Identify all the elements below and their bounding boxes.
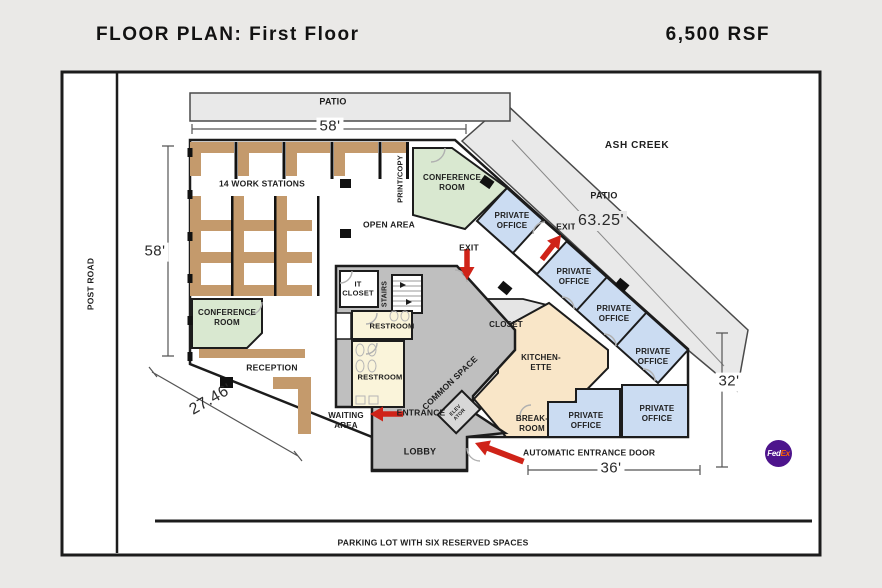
area-label: 6,500 RSF xyxy=(665,24,770,45)
stair-arrow-icon xyxy=(400,282,406,288)
conference-room-top-label: CONFERENCE ROOM xyxy=(422,173,481,192)
entrance-arrow-icon xyxy=(370,406,403,422)
conference-room-left xyxy=(191,298,263,349)
break-room-label: BREAK-ROOM xyxy=(515,414,549,433)
work-stations-label: 14 WORK STATIONS xyxy=(218,178,306,189)
lobby-label: LOBBY xyxy=(403,446,437,457)
conference-room-left-label: CONFERENCE ROOM xyxy=(197,308,256,327)
dimension-bottom-36: 36' xyxy=(597,459,625,479)
workstation-desks xyxy=(190,142,408,296)
door-arcs xyxy=(248,147,656,462)
it-closet-label: IT CLOSET xyxy=(342,279,374,298)
small-closet-room xyxy=(335,312,352,340)
private-office-4-label: PRIVATE OFFICE xyxy=(635,347,671,366)
ash-creek-label: ASH CREEK xyxy=(604,139,670,151)
dimension-diagonal-6325: 63.25' xyxy=(574,211,628,231)
stair-arrow-icon xyxy=(406,299,412,305)
waiting-area-label: WAITING AREA xyxy=(328,411,364,430)
kitchenette-label: KITCHEN-ETTE xyxy=(521,353,561,372)
exit-arrow-icon-2 xyxy=(539,235,561,262)
office-divider-walls xyxy=(576,276,647,347)
dimension-left-58: 58' xyxy=(141,242,169,262)
arrows xyxy=(370,235,561,465)
stair-treads xyxy=(393,280,421,307)
exit-corridor xyxy=(511,218,569,276)
restroom-1-room xyxy=(351,310,413,340)
it-closet-room xyxy=(339,270,379,308)
private-office-5-label: PRIVATE OFFICE xyxy=(568,411,604,430)
stairs-label: STAIRS xyxy=(381,280,389,308)
restroom-fixtures xyxy=(355,310,410,405)
parking-lot-label: PARKING LOT WITH SIX RESERVED SPACES xyxy=(337,537,529,548)
restroom-2-label: RESTROOM xyxy=(357,372,403,382)
reception-desk xyxy=(273,377,311,434)
dimension-top-58: 58' xyxy=(316,117,344,137)
automatic-door-label: AUTOMATIC ENTRANCE DOOR xyxy=(523,447,656,458)
entrance-label: ENTRANCE xyxy=(396,407,446,418)
diagonal-dimension-line xyxy=(511,139,725,367)
post-road-label: POST ROAD xyxy=(85,257,96,311)
patio-diagonal-label: PATIO xyxy=(590,190,618,201)
exit-arrow-icon-1 xyxy=(459,249,475,280)
fedex-fed-text: Fed xyxy=(767,449,781,458)
cubicle-partitions xyxy=(231,142,409,296)
private-office-5 xyxy=(547,388,621,438)
closet-label: CLOSET xyxy=(489,320,523,329)
fedex-ex-text: Ex xyxy=(780,449,790,458)
credenza-desk xyxy=(199,349,305,358)
auto-door-arrow-icon xyxy=(475,440,525,465)
restroom-1-label: RESTROOM xyxy=(369,321,415,331)
patio-top-label: PATIO xyxy=(319,96,347,107)
page-title: FLOOR PLAN: First Floor xyxy=(96,24,360,45)
private-office-6-label: PRIVATE OFFICE xyxy=(639,404,675,423)
elevator-cab xyxy=(436,389,482,435)
private-office-3-label: PRIVATE OFFICE xyxy=(596,304,632,323)
exit-label-1: EXIT xyxy=(459,242,479,253)
private-office-6 xyxy=(621,384,689,438)
exit-label-2: EXIT xyxy=(556,221,576,232)
private-office-2-label: PRIVATE OFFICE xyxy=(556,267,592,286)
furniture-marks xyxy=(187,148,630,388)
private-office-1-label: PRIVATE OFFICE xyxy=(494,211,530,230)
dimension-right-32: 32' xyxy=(715,372,743,392)
open-area-label: OPEN AREA xyxy=(362,219,416,230)
print-copy-label: PRINT/COPY xyxy=(395,155,405,203)
patio-top-area xyxy=(189,92,511,122)
reception-label: RECEPTION xyxy=(246,362,298,373)
